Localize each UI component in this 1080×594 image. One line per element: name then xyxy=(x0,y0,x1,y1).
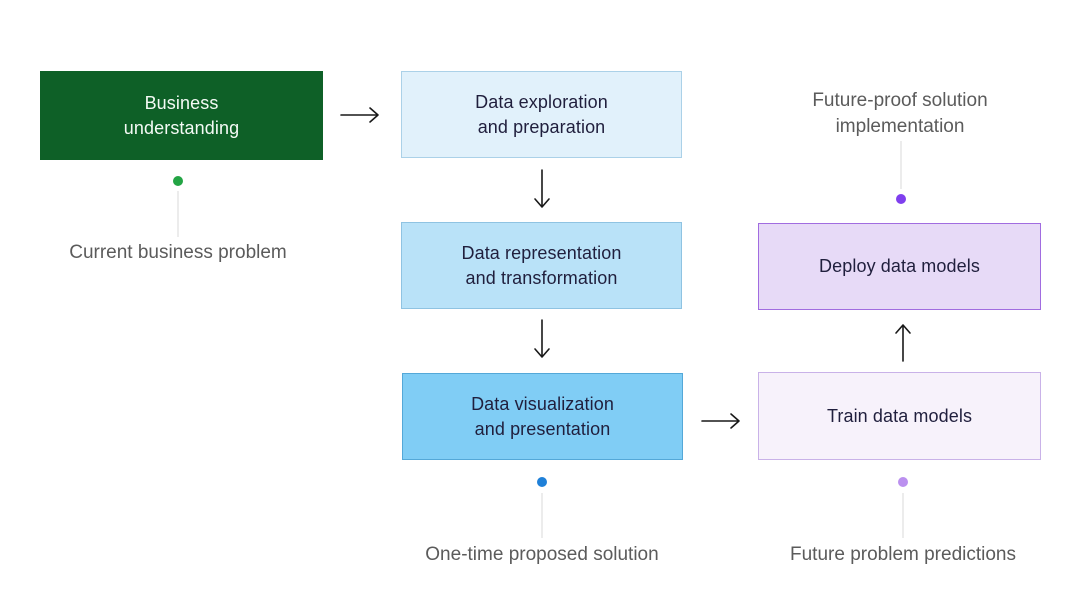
arrow-train-to-deploy-icon xyxy=(895,324,911,362)
box-business-understanding-label: Business understanding xyxy=(123,92,240,138)
box-data-visualization-label: Data visualization and presentation xyxy=(471,393,614,439)
box-data-representation-label: Data representation and transformation xyxy=(461,242,622,288)
dot-future-proof-solution xyxy=(896,194,906,204)
dot-one-time-proposed-solution xyxy=(537,477,547,487)
box-deploy-data-models-label: Deploy data models xyxy=(819,256,980,277)
box-data-visualization: Data visualization and presentation xyxy=(402,373,683,460)
box-data-exploration-label: Data exploration and preparation xyxy=(475,91,608,137)
arrow-visualization-to-train-icon xyxy=(701,413,740,429)
dot-current-business-problem xyxy=(173,176,183,186)
box-deploy-data-models: Deploy data models xyxy=(758,223,1041,310)
box-business-understanding: Business understanding xyxy=(40,71,323,160)
box-data-representation: Data representation and transformation xyxy=(401,222,682,309)
annotation-one-time-proposed-solution: One-time proposed solution xyxy=(425,544,659,565)
dot-future-problem-predictions xyxy=(898,477,908,487)
annotation-current-business-problem: Current business problem xyxy=(69,242,287,263)
box-train-data-models-label: Train data models xyxy=(826,405,973,426)
arrow-business-to-exploration-icon xyxy=(340,107,379,123)
arrow-representation-to-visualization-icon xyxy=(534,319,550,358)
box-data-exploration: Data exploration and preparation xyxy=(401,71,682,158)
box-train-data-models: Train data models xyxy=(758,372,1041,460)
annotation-future-problem-predictions: Future problem predictions xyxy=(790,544,1016,565)
annotation-future-proof-solution: Future-proof solution implementation xyxy=(812,90,988,137)
annotation-connectors xyxy=(177,141,904,538)
arrow-exploration-to-representation-icon xyxy=(534,169,550,208)
